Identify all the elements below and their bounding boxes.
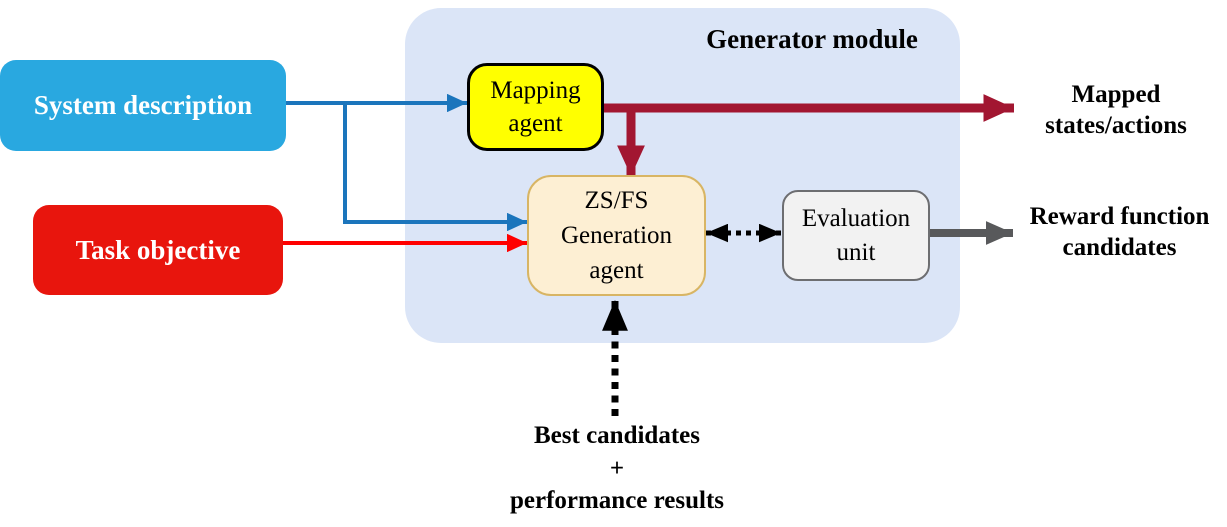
generator-module-title: Generator module (706, 24, 918, 54)
mapped-states-actions-label: Mapped states/actions (1045, 81, 1187, 139)
task-objective-box: Task objective (33, 205, 283, 295)
mapping-agent-box: Mapping agent (467, 63, 604, 151)
best-candidates-feedback-label: Best candidates + performance results (509, 422, 725, 514)
system-description-box: System description (0, 60, 286, 151)
reward-function-candidates-label: Reward function candidates (1029, 203, 1210, 261)
generation-agent-box: ZS/FS Generation agent (527, 175, 706, 296)
evaluation-unit-box: Evaluation unit (782, 190, 930, 281)
